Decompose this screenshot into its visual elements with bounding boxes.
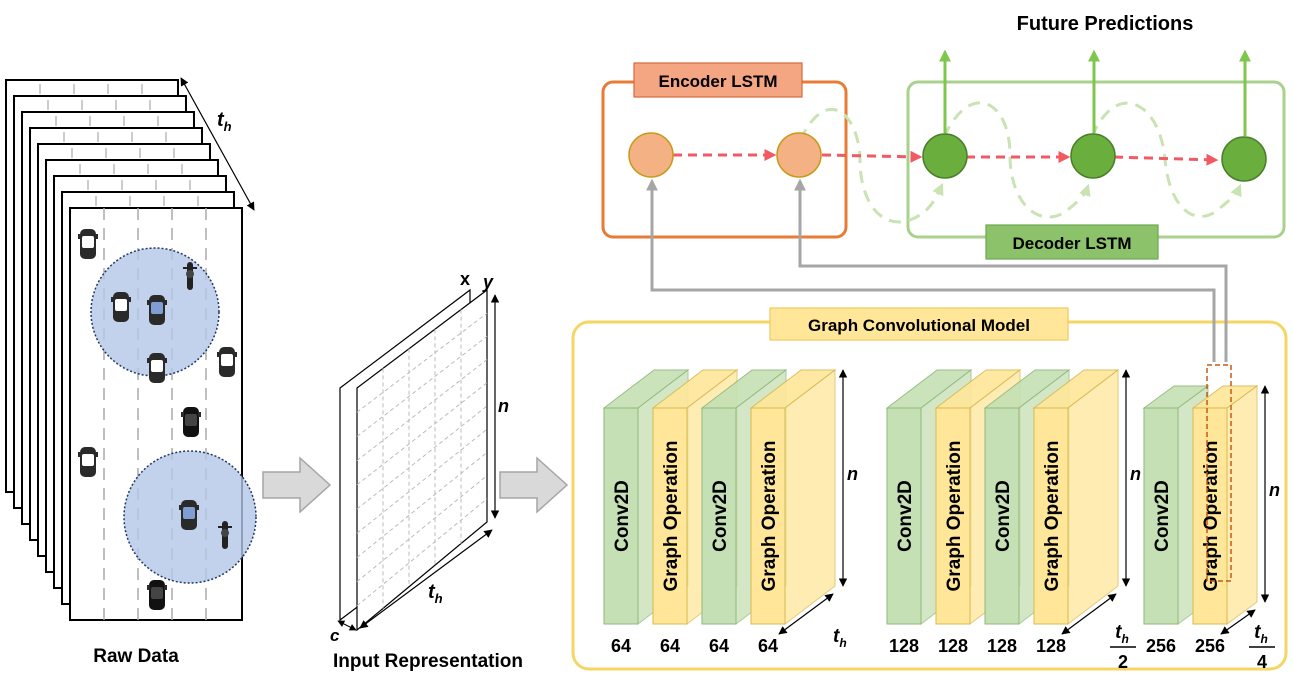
time-fraction-denominator: 2 <box>1118 652 1128 672</box>
encoder-lstm: Encoder LSTM <box>601 62 848 239</box>
input-representation: x y n th c Input Representation <box>330 269 523 672</box>
graph-convolutional-model: Graph Convolutional Model Conv2D 64 Graph … <box>571 307 1288 672</box>
graph-operation-block: Graph Operation <box>749 368 837 626</box>
channel-count: 64 <box>660 636 680 656</box>
channel-count: 64 <box>709 636 729 656</box>
decoder-node <box>1221 136 1267 182</box>
raw-data-caption: Raw Data <box>93 646 179 667</box>
encoder-label: Encoder LSTM <box>658 72 777 91</box>
car-icon <box>147 295 167 325</box>
conv2d-label: Conv2D <box>993 480 1014 552</box>
flow-arrow-2 <box>499 456 569 514</box>
car-icon <box>111 292 131 322</box>
car-icon <box>147 580 167 610</box>
decoder-label: Decoder LSTM <box>1012 234 1131 253</box>
graph-operation-block: Graph Operation <box>1032 368 1120 626</box>
flow-arrow-1 <box>262 456 332 514</box>
channel-count: 256 <box>1195 636 1225 656</box>
recurrent-loops <box>798 101 1242 224</box>
n-dimension-label: n <box>1130 464 1141 484</box>
road-frame-front <box>69 207 257 621</box>
encoder-label-box <box>633 62 803 98</box>
time-fraction-denominator: 4 <box>1257 652 1267 672</box>
c-label: c <box>330 626 340 645</box>
feature-arrows <box>646 178 1228 362</box>
decoder-label-box <box>985 224 1159 260</box>
car-icon <box>181 407 201 437</box>
graph-operation-label: Graph Operation <box>1042 441 1063 592</box>
output-arrows <box>939 49 1251 136</box>
time-fraction-numerator: th <box>1254 622 1268 646</box>
car-icon <box>78 447 98 477</box>
channel-count: 128 <box>889 636 919 656</box>
gcm-label-box <box>769 307 1069 341</box>
graph-operation-block: Graph Operation <box>1191 385 1259 625</box>
n-dimension-label: n <box>847 464 858 484</box>
graph-operation-label: Graph Operation <box>1201 441 1222 592</box>
channel-count: 256 <box>1146 636 1176 656</box>
channel-count: 128 <box>938 636 968 656</box>
decoder-node <box>1070 133 1116 179</box>
vehicles <box>78 229 237 610</box>
time-fraction-numerator: th <box>1115 622 1129 646</box>
raw-data-stack: th Raw Data <box>5 77 257 667</box>
y-axis-label: y <box>482 272 494 292</box>
conv2d-label: Conv2D <box>895 480 916 552</box>
x-axis-label: x <box>460 269 470 289</box>
motorcycle-icon <box>183 262 197 290</box>
channel-count: 128 <box>1036 636 1066 656</box>
motorcycle-icon <box>218 521 232 549</box>
conv2d-label: Conv2D <box>1152 480 1173 552</box>
time-label: th <box>833 626 847 650</box>
time-label: th <box>428 581 443 606</box>
graph-operation-block: Graph Operation <box>651 368 739 626</box>
hidden-state-arrows <box>673 149 1219 166</box>
encoder-node <box>628 132 674 178</box>
time-horizon-label: th <box>217 109 232 134</box>
n-label: n <box>498 396 509 416</box>
output-feature-highlight <box>1206 364 1232 582</box>
n-dimension-label: n <box>1269 480 1280 500</box>
channel-count: 64 <box>758 636 778 656</box>
input-grid-sheet <box>356 288 488 632</box>
channel-count: 128 <box>987 636 1017 656</box>
car-icon <box>78 229 98 259</box>
graph-operation-label: Graph Operation <box>661 441 682 592</box>
car-icon <box>217 347 237 377</box>
gcm-label: Graph Convolutional Model <box>808 316 1030 335</box>
encoder-node <box>776 132 822 178</box>
channel-count: 64 <box>611 636 631 656</box>
graph-operation-label: Graph Operation <box>944 441 965 592</box>
time-horizon-arrow <box>180 77 255 211</box>
decoder-node <box>922 133 968 179</box>
future-predictions-title: Future Predictions <box>1017 13 1194 35</box>
graph-operation-label: Graph Operation <box>759 441 780 592</box>
conv2d-label: Conv2D <box>710 480 731 552</box>
conv2d-label: Conv2D <box>612 480 633 552</box>
car-icon <box>179 500 199 530</box>
input-representation-caption: Input Representation <box>333 651 523 672</box>
gcm-blocks: Conv2D 64 Graph Operation 64 Conv2D 64 Graph O… <box>602 364 1280 672</box>
car-icon <box>147 353 167 383</box>
